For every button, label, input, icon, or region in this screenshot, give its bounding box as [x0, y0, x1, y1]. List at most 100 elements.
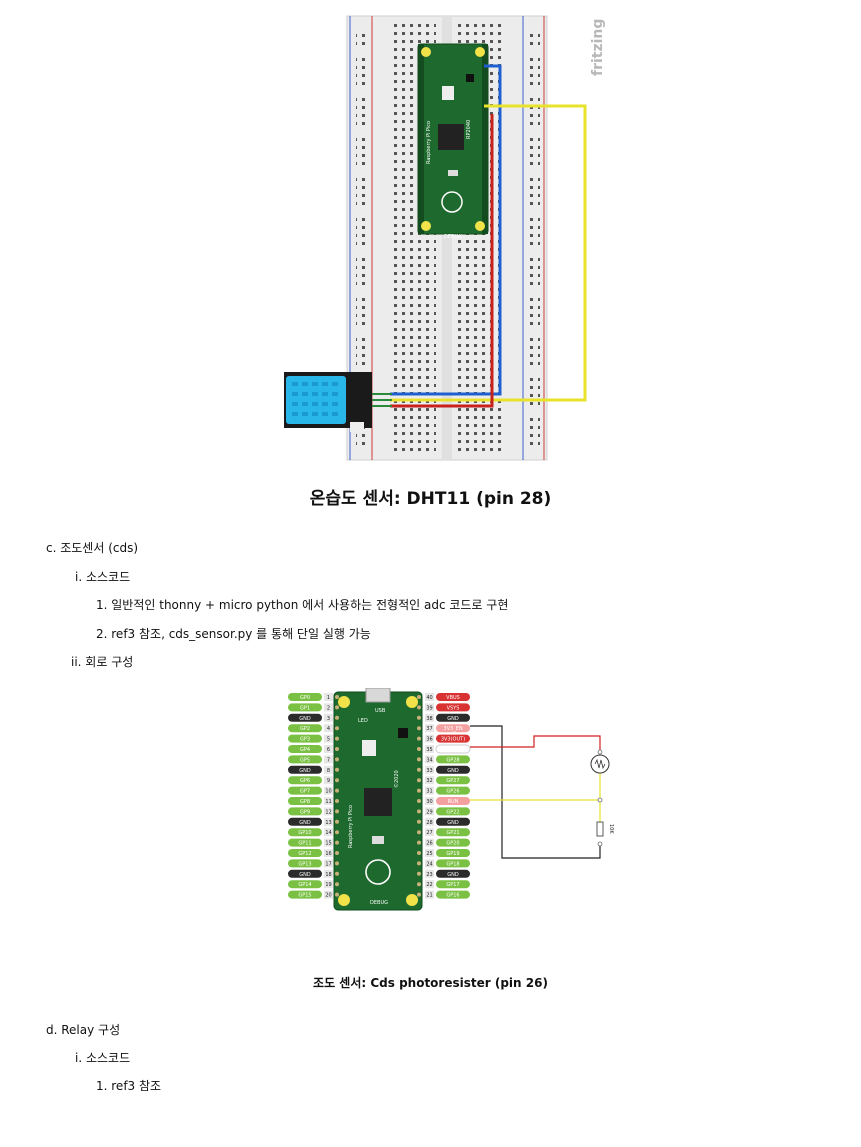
pin-label: GP15	[298, 893, 311, 899]
pin-pad	[417, 799, 421, 803]
pin-label: GP11	[298, 841, 311, 847]
pin-pad	[335, 830, 339, 835]
pin-number-box	[425, 838, 434, 847]
pin-number: 20	[325, 893, 331, 899]
pin-number: 37	[426, 726, 432, 732]
resistor-label: 10K	[608, 824, 614, 834]
pin-label-box	[436, 890, 470, 899]
pico-pinout-diagram: USB LED ©2020 Raspberry Pi Pico DEBUG GP…	[288, 687, 614, 911]
pin-pad	[335, 819, 339, 824]
pin-number: 31	[426, 789, 432, 795]
pin-label: 3V3_EN	[443, 726, 462, 732]
pin-label-box	[288, 880, 322, 889]
pin-pad	[417, 757, 421, 762]
pin-pad	[335, 715, 339, 720]
pin-number: 13	[325, 820, 331, 826]
pin-number-box	[425, 755, 434, 764]
pin-pad	[335, 778, 339, 783]
pin-number-box	[324, 828, 333, 837]
pin-number-box	[425, 807, 434, 816]
pin-pad	[417, 819, 421, 824]
pin-number-box	[324, 786, 333, 795]
rp2040-label: RP2040	[466, 120, 472, 139]
pin-number-box	[324, 724, 333, 733]
section-c-sub-i: i. 소스코드	[75, 570, 131, 584]
pin-label: GP12	[298, 851, 311, 857]
pin-label-box	[436, 880, 470, 889]
pin-number-box	[324, 734, 333, 743]
pin-label-box	[288, 807, 322, 816]
pin-number: 23	[426, 872, 432, 878]
pin-number-box	[324, 693, 333, 701]
pin-label: GP3	[300, 737, 310, 743]
pin-label: GP27	[446, 778, 459, 784]
dht11-breadboard-figure: Raspberry Pi Pico RP2040 DEBUG fritzing	[280, 14, 620, 462]
pin-number-box	[425, 890, 434, 899]
pin-label: GND	[447, 820, 459, 826]
pin-label: GP18	[446, 861, 459, 867]
pin-number-box	[324, 776, 333, 785]
pin-label-box	[436, 828, 470, 837]
pin-label-box	[436, 776, 470, 785]
pin-number-box	[425, 765, 434, 774]
pin-label-box	[436, 797, 470, 805]
pin-label-box	[436, 765, 470, 774]
blue-wire	[390, 64, 502, 396]
pin-label: GP10	[298, 830, 311, 836]
pin-label: GP5	[300, 757, 310, 763]
pin-pad	[417, 830, 421, 835]
pin-number: 1	[327, 695, 330, 701]
pin-number-box	[425, 724, 434, 733]
pin-label: GND	[447, 872, 459, 878]
usb-connector	[365, 687, 391, 703]
pin-pad	[335, 757, 339, 762]
pin-label: GP8	[300, 799, 310, 805]
pin-pad	[335, 892, 339, 897]
pin-number: 7	[327, 757, 330, 763]
section-d-heading: d. Relay 구성	[46, 1023, 121, 1037]
led-label: LED	[358, 718, 368, 724]
pin-label: VSYS	[447, 705, 460, 711]
pin-number: 18	[325, 872, 331, 878]
red-wire	[390, 114, 494, 408]
pin-label: GP22	[446, 809, 459, 815]
pin-pad	[335, 809, 339, 814]
pin-number-box	[324, 765, 333, 774]
pin-number: 9	[327, 778, 330, 784]
pin-label: GP28	[446, 757, 459, 763]
pin-pad	[417, 736, 421, 741]
3v3-wire	[470, 735, 601, 752]
pin-number: 8	[327, 768, 330, 774]
pin-pad	[417, 747, 421, 751]
pin-pad	[417, 767, 421, 772]
breadboard-diagram: Raspberry Pi Pico RP2040 DEBUG fritzing	[284, 15, 606, 461]
pin-pad	[335, 871, 339, 876]
yellow-wire	[390, 104, 587, 402]
pin-number: 12	[325, 809, 331, 815]
pin-label-box	[288, 890, 322, 899]
pin-number-box	[425, 859, 434, 868]
pin-number-box	[324, 869, 333, 878]
resistor-icon	[596, 821, 604, 837]
pin-number-box	[425, 828, 434, 837]
pin-pad	[335, 840, 339, 845]
pin-number: 6	[327, 747, 330, 753]
pin-label-box	[288, 724, 322, 733]
pin-number-box	[324, 849, 333, 857]
rp2040-chip	[364, 788, 392, 816]
pin-label-box	[436, 693, 470, 701]
pin-label-box	[435, 744, 471, 754]
section-c-heading: c. 조도센서 (cds)	[46, 541, 139, 555]
pin-label: GP17	[446, 882, 459, 888]
pin-pad	[417, 695, 421, 699]
pico-board-label: Raspberry Pi Pico	[348, 805, 354, 848]
pin-number-box	[425, 713, 434, 722]
pin-number: 32	[426, 778, 432, 784]
pin-number-box	[324, 703, 333, 712]
pin-label-box	[288, 786, 322, 795]
pin-label: GP13	[298, 861, 311, 867]
pin-pad	[335, 726, 339, 731]
pin-pad	[417, 809, 421, 814]
pin-label: GND	[447, 768, 459, 774]
pin-label: GP7	[300, 789, 310, 795]
